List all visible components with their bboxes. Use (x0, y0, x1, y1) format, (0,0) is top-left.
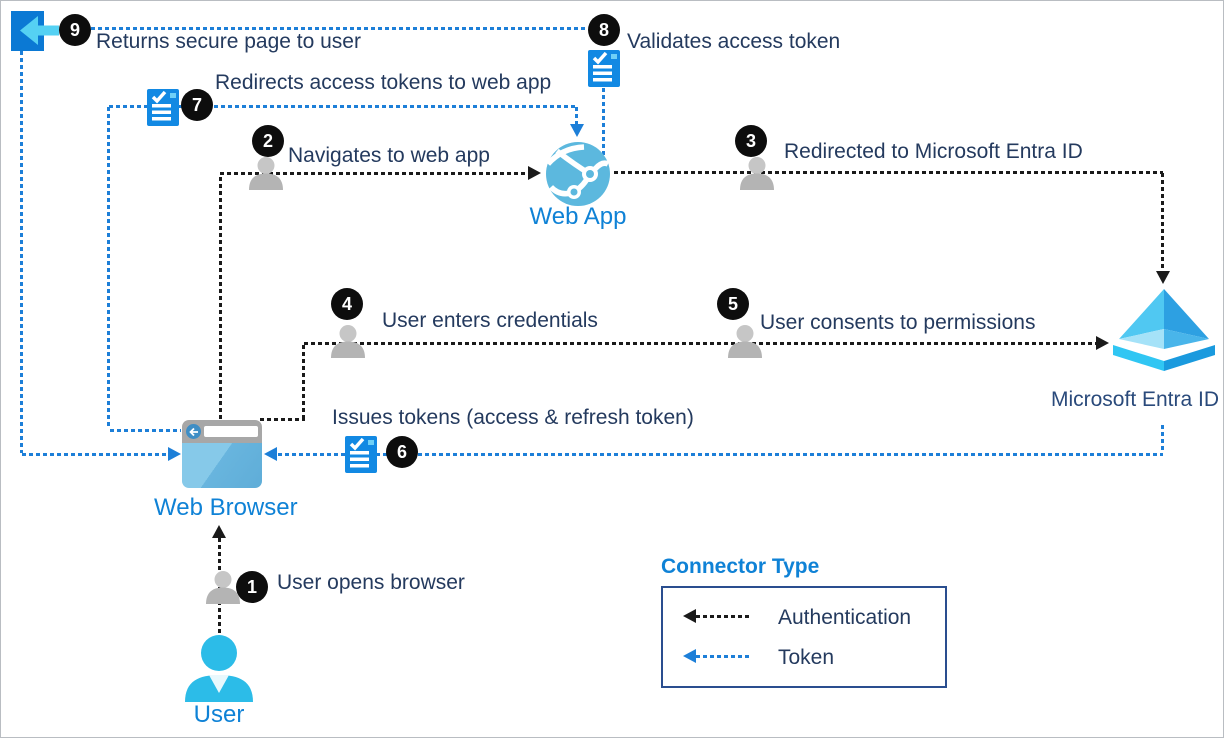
legend-arrow-left-black-icon (683, 609, 696, 623)
step-4-number: 4 (341, 293, 352, 314)
browser-back-icon (186, 424, 201, 439)
connector-step9-horizontal-end (22, 453, 168, 456)
token-icon (345, 436, 377, 473)
legend-black-dotted-line (696, 614, 751, 618)
legend-item-token: Token (663, 646, 945, 670)
step-8-badge: 8 (588, 14, 620, 46)
step-7-label: Redirects access tokens to web app (215, 71, 552, 94)
arrowhead-step2-icon (528, 166, 541, 180)
connector-step7-horizontal (109, 105, 577, 108)
step-6-label: Issues tokens (access & refresh token) (332, 406, 694, 429)
connector-step9-vertical (20, 51, 23, 453)
step-2-label: Navigates to web app (288, 144, 490, 167)
step-1-number: 1 (246, 576, 257, 597)
secure-page-icon (11, 11, 59, 51)
browser-page-area (182, 443, 262, 488)
connector-step2-horizontal (220, 172, 528, 175)
person-icon (740, 157, 774, 190)
globe-app-icon (545, 142, 610, 206)
person-icon (249, 157, 283, 190)
step-3-badge: 3 (735, 125, 767, 157)
user-person-icon (185, 635, 253, 702)
step-8-label: Validates access token (627, 30, 841, 53)
web-app-label: Web App (529, 203, 627, 230)
token-icon (588, 50, 620, 87)
step-6-number: 6 (396, 441, 407, 462)
entra-pyramid-icon (1113, 289, 1215, 371)
browser-window-icon (182, 420, 262, 488)
step-4-badge: 4 (331, 288, 363, 320)
step-2-number: 2 (262, 130, 273, 151)
connector-step6-vertical (1161, 425, 1164, 453)
arrowhead-step9-icon (168, 447, 181, 461)
step-5-badge: 5 (717, 288, 749, 320)
legend-blue-dotted-line (696, 654, 751, 658)
connector-step7-horizontal-start (110, 429, 181, 432)
connector-step9-horizontal (91, 27, 588, 30)
connector-step4-horizontal (304, 342, 1097, 345)
user-label: User (193, 701, 245, 728)
arrowhead-step6-icon (264, 447, 277, 461)
arrowhead-step1-icon (212, 525, 226, 538)
person-icon (206, 571, 240, 604)
legend-authentication-label: Authentication (778, 606, 912, 629)
step-3-label: Redirected to Microsoft Entra ID (784, 140, 1083, 163)
connector-step7-vertical (107, 107, 110, 429)
connector-step2-vertical (219, 177, 222, 420)
step-7-number: 7 (191, 94, 202, 115)
step-9-label: Returns secure page to user (96, 30, 361, 53)
entra-label: Microsoft Entra ID (1050, 388, 1220, 411)
web-browser-label: Web Browser (154, 494, 298, 521)
person-icon (331, 325, 365, 358)
connector-step4-horizontal-start (260, 418, 305, 421)
step-5-label: User consents to permissions (760, 311, 1036, 334)
connector-step6-horizontal (278, 453, 1163, 456)
legend-token-label: Token (778, 646, 835, 669)
connector-step3-vertical (1161, 173, 1164, 272)
step-1-badge: 1 (236, 571, 268, 603)
arrowhead-step3-icon (1156, 271, 1170, 284)
step-6-badge: 6 (386, 436, 418, 468)
step-5-number: 5 (727, 293, 738, 314)
step-3-number: 3 (745, 130, 756, 151)
step-9-number: 9 (69, 19, 80, 40)
step-2-badge: 2 (252, 125, 284, 157)
connector-step4-vertical (302, 345, 305, 421)
step-4-label: User enters credentials (382, 309, 598, 332)
step-1-label: User opens browser (277, 571, 465, 594)
arrowhead-step5-icon (1096, 336, 1109, 350)
legend-box: Authentication Token (661, 586, 947, 688)
legend-item-authentication: Authentication (663, 606, 945, 630)
token-icon (147, 89, 179, 126)
connector-step8-vertical (602, 88, 605, 185)
browser-address-bar (204, 426, 258, 437)
browser-toolbar (182, 420, 262, 443)
step-8-number: 8 (598, 19, 609, 40)
step-9-badge: 9 (59, 14, 91, 46)
connector-step7-vertical-end (575, 107, 578, 124)
person-icon (728, 325, 762, 358)
step-7-badge: 7 (181, 89, 213, 121)
arrowhead-step7-icon (570, 124, 584, 137)
connector-step3-horizontal (614, 171, 1163, 174)
legend-title: Connector Type (661, 555, 820, 578)
legend-arrow-left-blue-icon (683, 649, 696, 663)
